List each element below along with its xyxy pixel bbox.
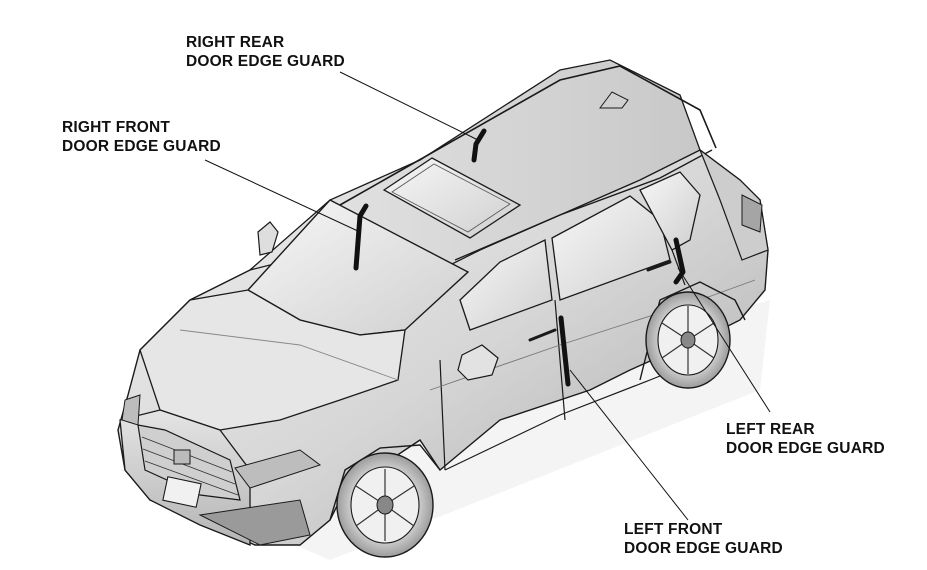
rear-hatch xyxy=(698,148,769,261)
roof-rail-left xyxy=(339,65,717,206)
leader-left-rear xyxy=(677,267,771,413)
emblem xyxy=(173,449,191,465)
label-line: DOOR EDGE GUARD xyxy=(726,440,885,457)
door-line-center xyxy=(554,299,566,421)
lower-intake xyxy=(198,499,311,546)
label-line: RIGHT FRONT xyxy=(62,119,171,136)
antenna xyxy=(599,91,629,109)
roof-rail-right xyxy=(454,149,713,261)
leader-left-front xyxy=(569,369,689,521)
rear-door-handle xyxy=(646,260,672,272)
front-wheel xyxy=(336,452,434,558)
window-rear-door xyxy=(551,195,671,301)
license-plate xyxy=(162,476,202,508)
headlight-left xyxy=(234,449,322,489)
left-rear-door-edge-guard-label: LEFT REAR DOOR EDGE GUARD xyxy=(726,420,885,458)
left-front-door-edge-guard-label: LEFT FRONT DOOR EDGE GUARD xyxy=(624,520,783,558)
left-side-mirror xyxy=(457,344,499,381)
label-line: LEFT REAR xyxy=(726,421,815,438)
right-rear-door-edge-guard xyxy=(471,128,487,163)
label-line: LEFT FRONT xyxy=(624,521,723,538)
right-rear-door-edge-guard-label: RIGHT REAR DOOR EDGE GUARD xyxy=(186,33,345,71)
front-door-handle xyxy=(528,328,557,342)
leader-right-rear xyxy=(339,71,479,141)
door-line-rear xyxy=(671,249,686,286)
headlight-right xyxy=(121,394,141,426)
label-line: DOOR EDGE GUARD xyxy=(624,540,783,557)
left-rear-door-edge-guard xyxy=(673,237,686,285)
leader-lines xyxy=(204,71,771,521)
label-line: RIGHT REAR xyxy=(186,34,285,51)
left-front-door-edge-guard xyxy=(558,315,571,387)
right-front-door-edge-guard xyxy=(353,203,369,271)
label-line: DOOR EDGE GUARD xyxy=(186,53,345,70)
right-side-mirror xyxy=(257,221,279,256)
window-quarter xyxy=(639,171,701,251)
taillight xyxy=(741,194,763,233)
door-line-front xyxy=(439,359,446,471)
sunroof xyxy=(382,157,522,239)
leader-right-front xyxy=(204,159,361,233)
window-front-door xyxy=(459,239,553,331)
right-front-door-edge-guard-label: RIGHT FRONT DOOR EDGE GUARD xyxy=(62,118,221,156)
rear-wheel xyxy=(645,291,731,389)
label-line: DOOR EDGE GUARD xyxy=(62,138,221,155)
